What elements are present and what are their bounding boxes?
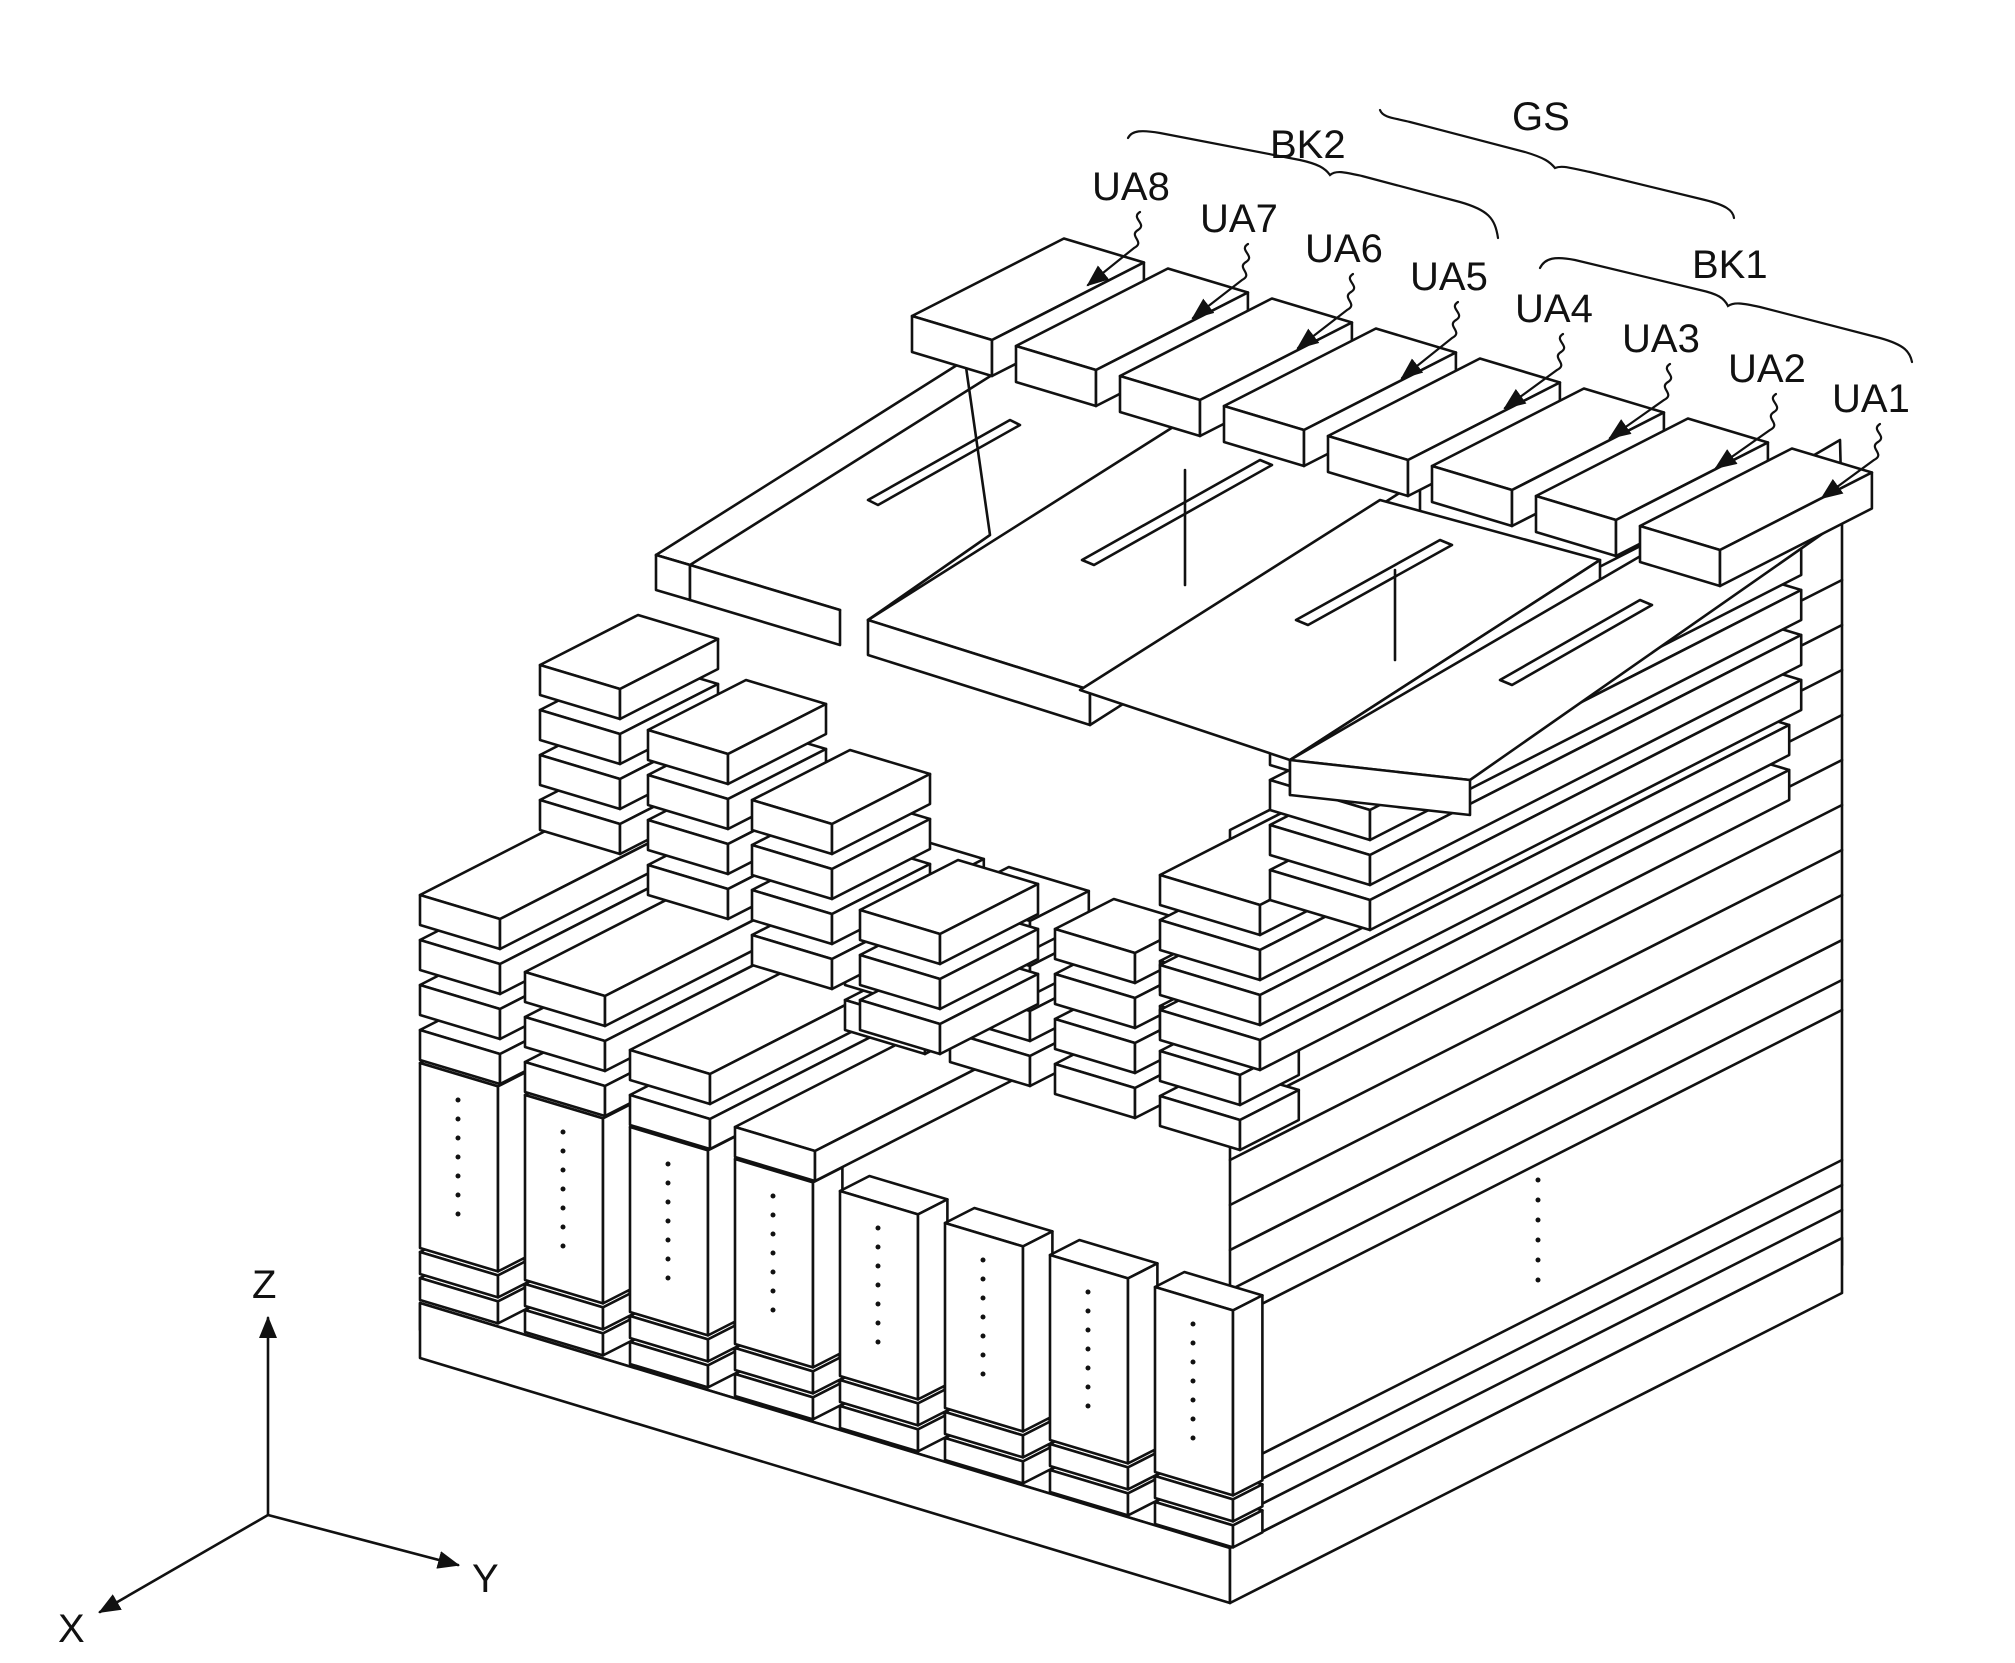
ellipsis-dot [666, 1181, 671, 1186]
brace-gs: GS [1380, 95, 1734, 218]
ua-label: UA2 [1728, 347, 1806, 391]
ellipsis-dot [771, 1232, 776, 1237]
ellipsis-dot [876, 1302, 881, 1307]
ellipsis-dot [1191, 1360, 1196, 1365]
pillar-body [420, 1048, 527, 1271]
ellipsis-dot [981, 1353, 986, 1358]
ellipsis-dot [1086, 1347, 1091, 1352]
pillar-body [1050, 1240, 1157, 1463]
ellipsis-dot [771, 1251, 776, 1256]
ua-label: UA3 [1622, 317, 1700, 361]
bk1-label: BK1 [1692, 243, 1768, 287]
ellipsis-dot [876, 1264, 881, 1269]
ellipsis-dot [456, 1098, 461, 1103]
ellipsis-dot [981, 1334, 986, 1339]
ellipsis-dot [981, 1315, 986, 1320]
ellipsis-dot [666, 1276, 671, 1281]
ua-label: UA6 [1305, 227, 1383, 271]
ellipsis-dot [771, 1194, 776, 1199]
ellipsis-dot [456, 1136, 461, 1141]
ellipsis-dot [666, 1257, 671, 1262]
ellipsis-dot [876, 1226, 881, 1231]
x-axis-label: X [58, 1607, 85, 1651]
pillar-body [630, 1112, 737, 1335]
ellipsis-dot [456, 1117, 461, 1122]
y-axis-label: Y [472, 1557, 499, 1601]
ua-label: UA5 [1410, 255, 1488, 299]
ellipsis-dot [561, 1225, 566, 1230]
ellipsis-dot [1086, 1328, 1091, 1333]
ellipsis-dot [876, 1321, 881, 1326]
ellipsis-dot [1191, 1379, 1196, 1384]
ellipsis-dot [771, 1270, 776, 1275]
ua-label: UA7 [1200, 197, 1278, 241]
ellipsis-dot [666, 1238, 671, 1243]
bk2-label: BK2 [1270, 123, 1346, 167]
pillar-body [735, 1144, 842, 1367]
ellipsis-dot [561, 1149, 566, 1154]
ellipsis-dot [1191, 1417, 1196, 1422]
ellipsis-dot [456, 1155, 461, 1160]
ellipsis-dot [456, 1212, 461, 1217]
ellipsis-dot [456, 1193, 461, 1198]
ellipsis-dot [771, 1289, 776, 1294]
ellipsis-dot [1086, 1366, 1091, 1371]
ellipsis-dot [1191, 1322, 1196, 1327]
brace-bk1: BK1 [1540, 243, 1912, 362]
pillar-body [525, 1080, 632, 1303]
ellipsis-dot [666, 1162, 671, 1167]
ellipsis-dot [561, 1130, 566, 1135]
ellipsis-dot [981, 1372, 986, 1377]
ellipsis-dot [456, 1174, 461, 1179]
ellipsis-dot [561, 1244, 566, 1249]
ellipsis-dot [561, 1187, 566, 1192]
ellipsis-dot [981, 1296, 986, 1301]
ellipsis-dot [876, 1283, 881, 1288]
ellipsis-dot [981, 1258, 986, 1263]
ellipsis-dot [876, 1340, 881, 1345]
ellipsis-dot [1086, 1404, 1091, 1409]
ua-label: UA8 [1092, 165, 1170, 209]
ellipsis-dot [1086, 1385, 1091, 1390]
ellipsis-dot [1191, 1436, 1196, 1441]
pillar-body [945, 1208, 1052, 1431]
ellipsis-dot [1086, 1290, 1091, 1295]
z-axis-label: Z [252, 1263, 276, 1307]
ellipsis-dot [1086, 1309, 1091, 1314]
pillar-body [840, 1176, 947, 1399]
brace-bk2: BK2 [1128, 123, 1498, 238]
ellipsis-dot [666, 1200, 671, 1205]
ua-label: UA4 [1515, 287, 1593, 331]
pillar-body [1155, 1272, 1262, 1495]
ellipsis-dot [1191, 1398, 1196, 1403]
ellipsis-dot [561, 1206, 566, 1211]
ellipsis-dot [876, 1245, 881, 1250]
ellipsis-dot [561, 1168, 566, 1173]
ellipsis-dot [666, 1219, 671, 1224]
ua-label: UA1 [1832, 377, 1910, 421]
ellipsis-dot [771, 1308, 776, 1313]
ellipsis-dot [771, 1213, 776, 1218]
ellipsis-dot [1191, 1341, 1196, 1346]
ellipsis-dot [981, 1277, 986, 1282]
gs-label: GS [1512, 95, 1570, 139]
